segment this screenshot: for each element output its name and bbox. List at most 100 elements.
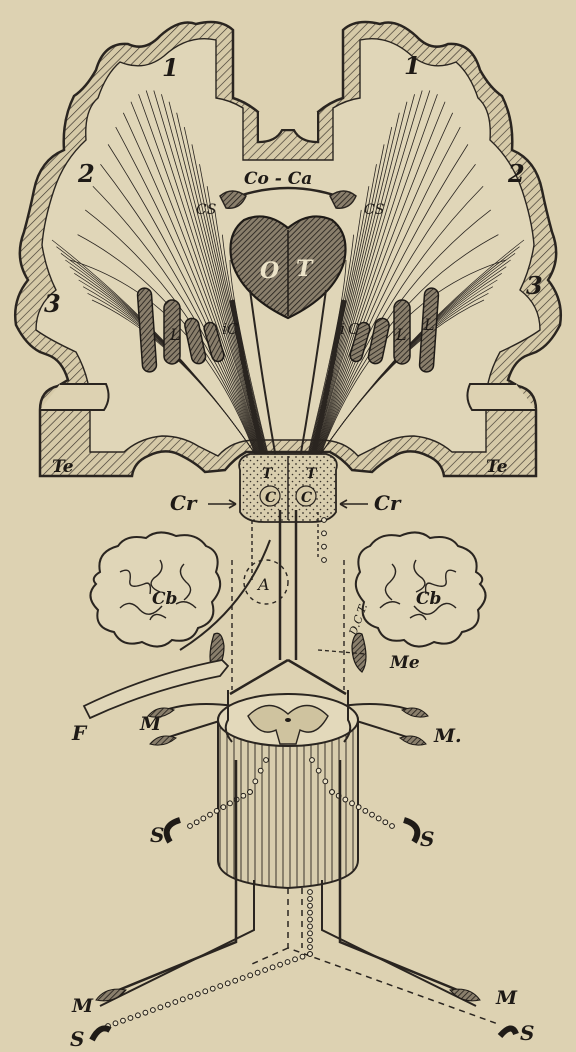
sensory-dot [322,544,327,549]
sensory-dot [218,984,223,989]
sensory-dot [308,924,313,929]
sensory-dot [188,994,193,999]
label-internal-capsule-right: C [348,320,360,338]
sensory-dot [322,558,327,563]
label-lenticular-left: L [169,325,181,344]
sensory-dot [370,812,375,817]
label-gyrus-1-right: 1 [404,51,421,80]
sensory-dot [300,954,305,959]
label-cerebellum-right: Cb [416,589,441,609]
label-gyrus-1-left: 1 [162,53,179,82]
label-temporal-right: Te [486,457,508,477]
sensory-dot [180,997,185,1002]
spinal-cord-segment [218,690,358,888]
sensory-dot [322,531,327,536]
label-gyrus-2-left: 2 [77,159,95,188]
label-medulla: Me [389,653,420,673]
label-tegmentum-right: T [306,466,318,482]
sensory-dot [201,816,206,821]
sensory-dot [278,962,283,967]
label-aqueduct: A [256,575,270,594]
label-cs-left: CS [196,202,216,218]
sensory-dot [264,758,269,763]
label-thalamus-t: T [296,256,314,282]
sensory-dot [143,1010,148,1015]
label-crusta-left: C [265,490,276,506]
sensory-dot [173,1000,178,1005]
sensory-dot [128,1016,133,1021]
label-sensory-left: S [150,823,164,847]
sensory-dot [208,812,213,817]
label-gyrus-2-right: 2 [507,159,525,188]
sensory-dot [214,808,219,813]
label-corpus-callosum: Co - Ca [244,169,312,189]
label-gyrus-3-left: 3 [44,289,61,318]
sensory-dot [253,779,258,784]
sensory-dot [330,790,335,795]
label-cs-right: CS [364,202,384,218]
sensory-dot [248,973,253,978]
sensory-dot [383,820,388,825]
sensory-dot [240,976,245,981]
label-crus-right: Cr [374,491,402,515]
sensory-dot [316,768,321,773]
label-sensory-bottom-right: S [520,1021,534,1045]
sensory-dot [363,808,368,813]
sensory-dot [136,1013,141,1018]
sensory-dot [310,758,315,763]
sensory-dot [308,931,313,936]
sensory-dot [308,938,313,943]
label-crus-left: Cr [170,491,198,515]
sensory-dot [188,824,193,829]
sensory-dot [285,960,290,965]
label-internal-capsule-left: iC [222,320,239,338]
sensory-dot [343,797,348,802]
sensory-dot [210,986,215,991]
sensory-dot [258,768,263,773]
label-motor-bottom-right: M [495,987,518,1009]
label-cerebellum-left: Cb [152,589,177,609]
label-internal-capsule-right-prefix: i [340,320,345,338]
sensory-dot [150,1008,155,1013]
sensory-dot [228,801,233,806]
label-gyrus-3-right: 3 [526,271,543,300]
sensory-dot [308,952,313,957]
sensory-dot [308,903,313,908]
label-thalamus-o: O [260,258,279,284]
sensory-dot [356,805,361,810]
sensory-dot [221,805,226,810]
sensory-dot [308,890,313,895]
label-sensory-bottom-left: S [70,1027,84,1051]
motor-end-plates [92,989,516,1040]
sensory-dot [323,779,328,784]
sensory-dot [308,896,313,901]
sensory-dot [308,917,313,922]
label-motor-left: M [139,713,162,735]
label-motor-right: M. [433,725,462,747]
sensory-dot [263,968,268,973]
sensory-dot [165,1002,170,1007]
sensory-dot [293,957,298,962]
sensory-dot [225,981,230,986]
sensory-dot [270,965,275,970]
sensory-dot [376,816,381,821]
sensory-dot [390,824,395,829]
sensory-dot [113,1021,118,1026]
label-lenticular-right-2: L [423,315,435,334]
label-sensory-right: S [420,827,434,851]
sensory-dot [308,945,313,950]
label-lenticular-right: L [395,325,407,344]
sensory-dot [248,790,253,795]
label-facial: F [71,721,88,745]
label-temporal-left: Te [52,457,74,477]
sensory-dot [241,793,246,798]
label-crusta-right: C [301,490,312,506]
sensory-dot [121,1018,126,1023]
sensory-dot [322,518,327,523]
label-tegmentum-left: T [262,466,274,482]
sensory-dot [233,978,238,983]
sensory-dot [158,1005,163,1010]
sensory-dot [255,970,260,975]
sensory-dot [308,910,313,915]
